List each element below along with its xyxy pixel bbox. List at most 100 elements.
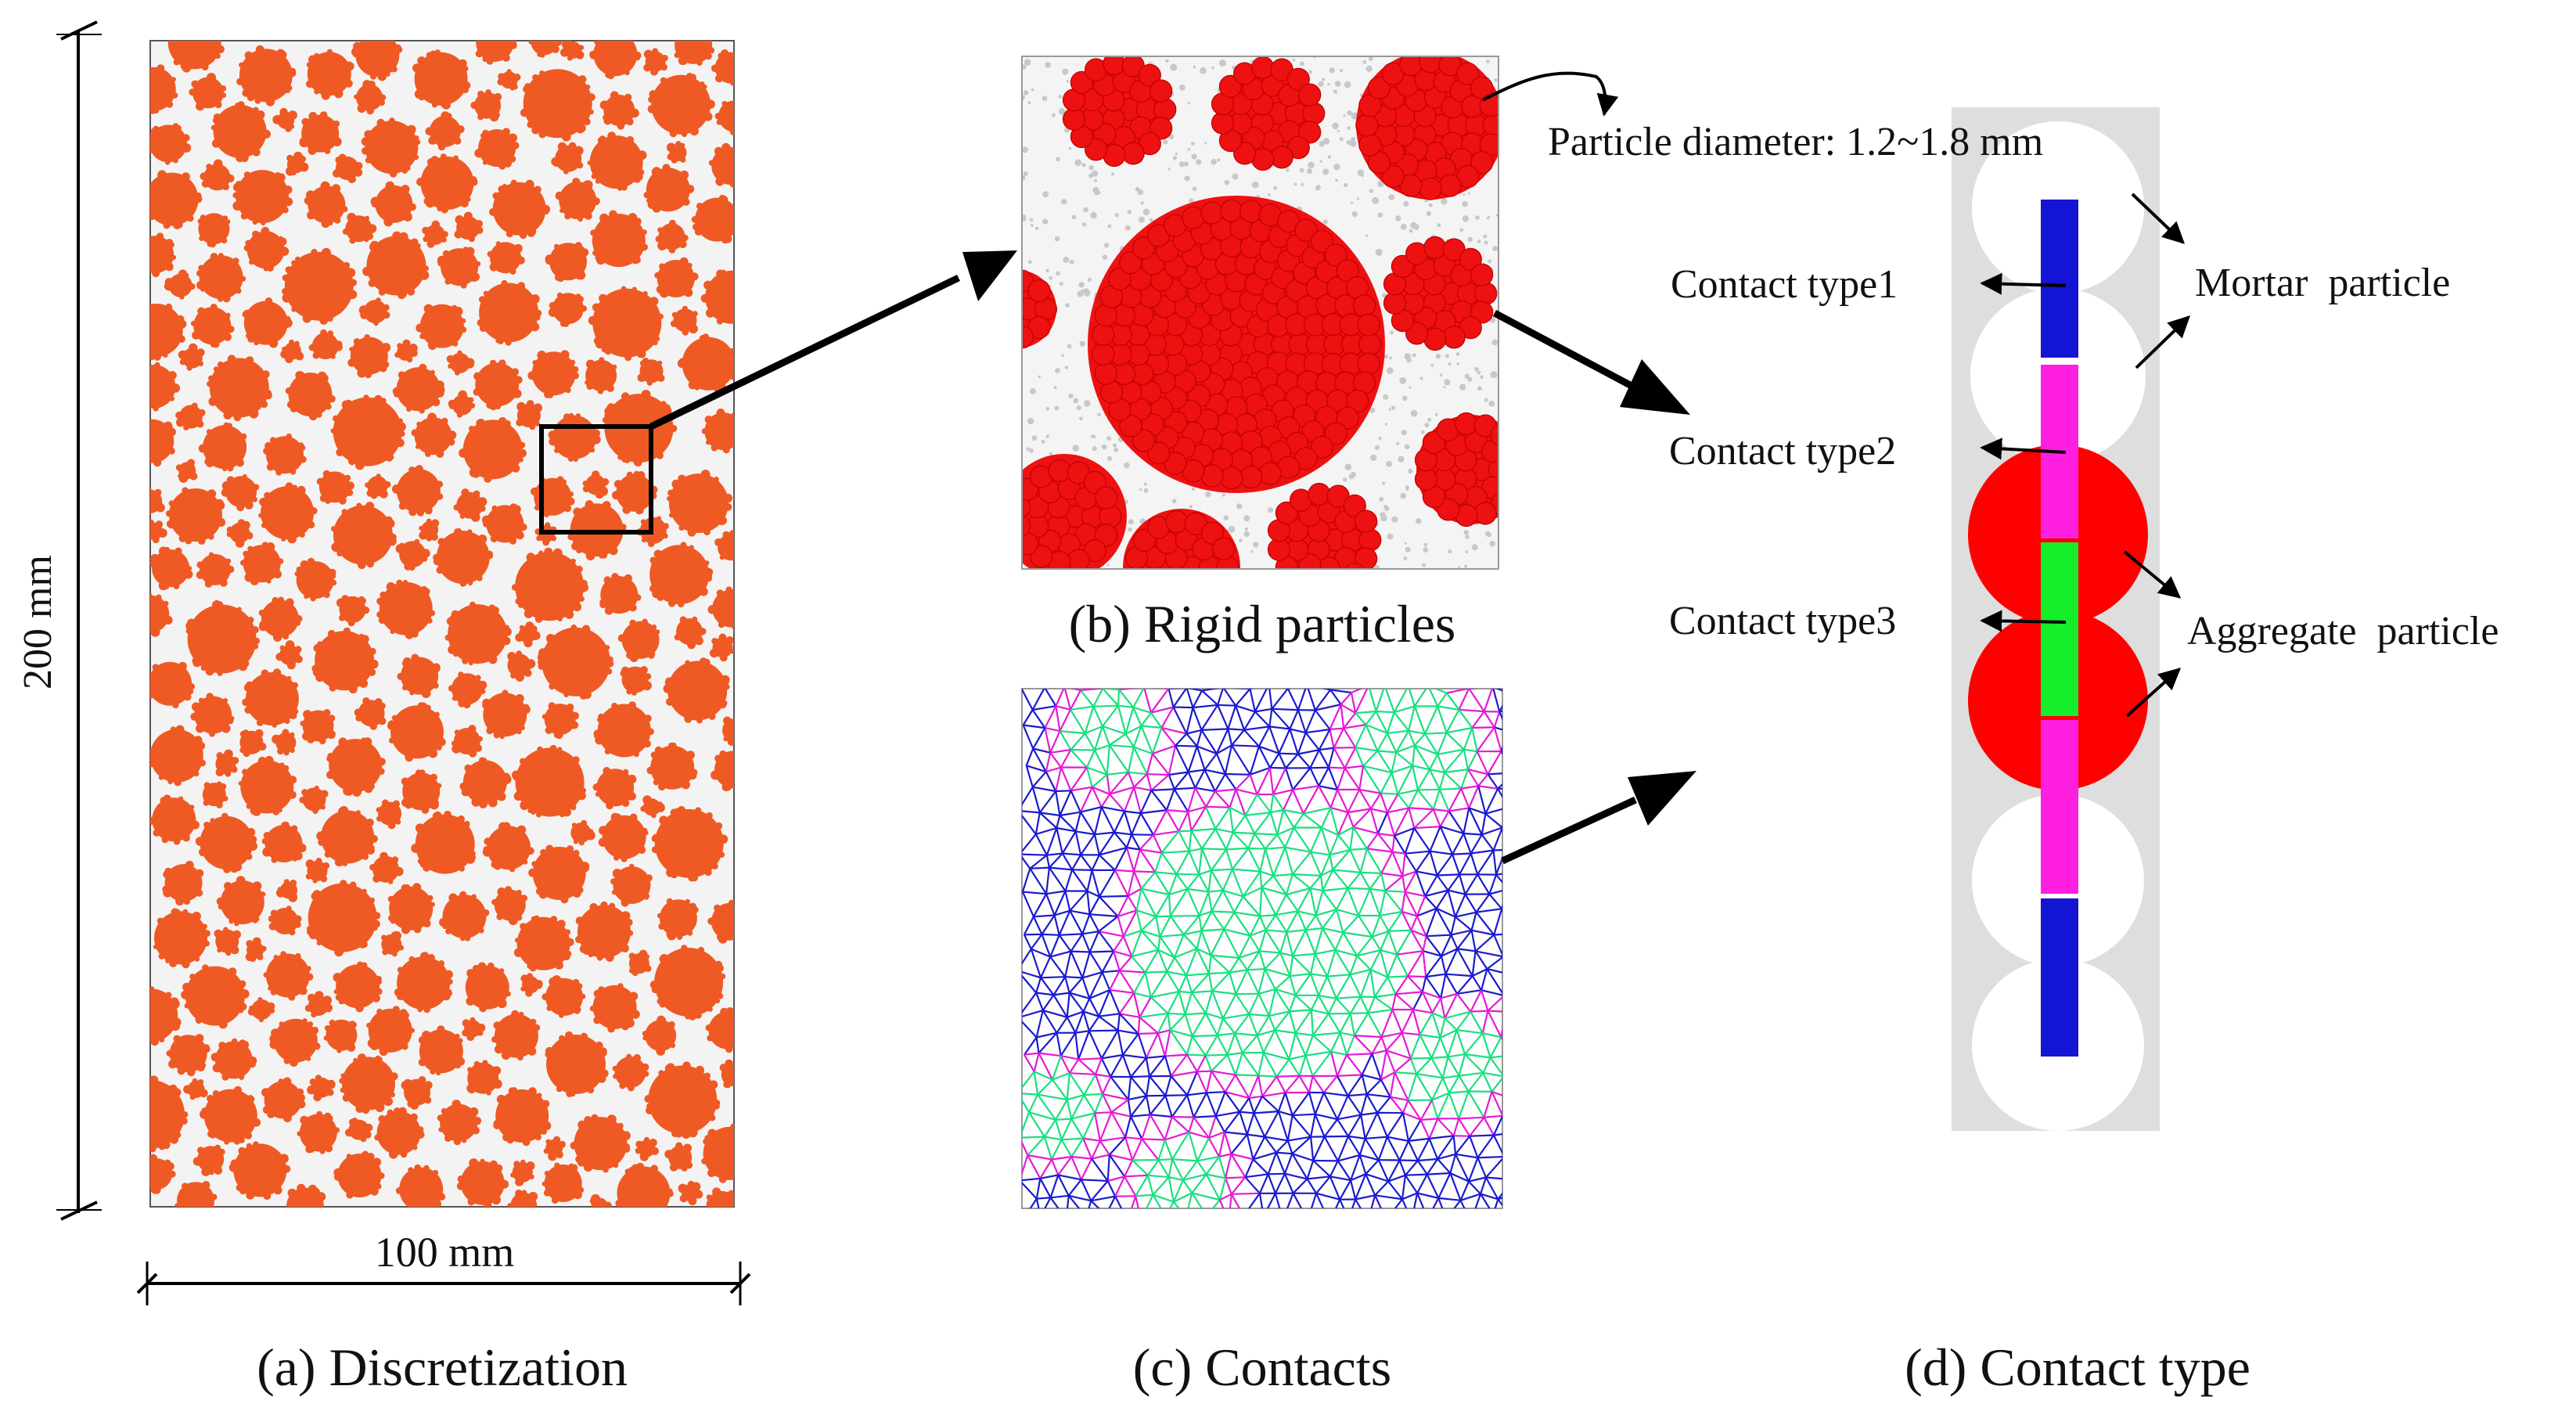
panel-a — [149, 40, 1017, 1208]
aggregate-grain — [401, 657, 439, 695]
aggregate-grain — [429, 115, 461, 147]
aggregate-grain — [365, 121, 419, 175]
arrowhead-b-to-d — [1620, 359, 1690, 415]
aggregate-grain — [261, 486, 315, 540]
aggregate-grain — [577, 905, 631, 959]
aggregate-grain — [614, 1057, 646, 1088]
aggregate-grain — [474, 92, 502, 119]
aggregate-grain — [649, 545, 710, 605]
aggregate-grain — [366, 236, 426, 296]
aggregate-grain — [150, 304, 183, 357]
aggregate-grain — [275, 732, 297, 753]
aggregate-grain — [315, 631, 375, 691]
aggregate-grain — [593, 41, 638, 77]
aggregate-grain — [657, 260, 695, 297]
aggregate-grain — [329, 739, 383, 793]
aggregate-grain — [456, 491, 484, 519]
aggregate-grain — [708, 1011, 734, 1049]
caption-d: (d) Contact type — [1905, 1337, 2250, 1397]
aggregate-grain — [597, 704, 651, 758]
aggregate-grain — [239, 49, 293, 103]
aggregate-grain — [478, 129, 516, 167]
aggregate-grain — [167, 41, 221, 70]
aggregate-grain — [467, 1062, 499, 1094]
aggregate-grain — [389, 886, 434, 931]
aggregate-grain — [233, 1143, 287, 1197]
aggregate-grain — [546, 1035, 606, 1094]
aggregate-grain — [225, 476, 257, 508]
aggregate-grain — [616, 473, 654, 512]
aggregate-grain — [251, 999, 272, 1020]
aggregate-grain — [350, 337, 388, 375]
aggregate-grain — [487, 826, 531, 870]
aggregate-grain — [404, 1078, 430, 1106]
aggregate-grain — [589, 135, 643, 189]
aggregate-grain — [654, 948, 724, 1017]
aggregate-grain — [449, 352, 470, 373]
aggregate-grain — [695, 197, 734, 242]
contact-bar-blue-top — [2041, 200, 2078, 358]
aggregate-grain — [495, 1089, 549, 1143]
width-label: 100 mm — [375, 1229, 515, 1276]
aggregate-grain — [592, 985, 637, 1029]
aggregate-grain — [318, 471, 351, 503]
aggregate-grain — [264, 1081, 302, 1119]
aggregate-grain — [544, 704, 576, 736]
aggregate-grain — [462, 760, 507, 805]
aggregate-grain — [419, 304, 464, 348]
panel-c — [1021, 688, 1696, 1209]
aggregate-grain — [541, 627, 611, 697]
aggregate-grain — [288, 373, 333, 417]
aggregate-grain — [667, 661, 728, 721]
aggregate-grain — [397, 956, 451, 1010]
aggregate-grain — [682, 337, 734, 391]
aggregate-grain — [187, 604, 257, 674]
aggregate-grain — [483, 693, 527, 737]
aggregate-grain — [220, 880, 264, 924]
width-dimension: 100 mm — [136, 1229, 751, 1305]
aggregate-grain — [152, 797, 196, 842]
aggregate-grain — [245, 672, 299, 725]
aggregate-particle-label: Aggregate particle — [2187, 609, 2499, 653]
aggregate-grain — [194, 696, 232, 734]
aggregate-grain — [164, 864, 203, 902]
aggregate-grain — [261, 599, 299, 638]
aggregate-grain — [168, 273, 192, 297]
aggregate-grain — [200, 815, 254, 869]
aggregate-grain — [169, 488, 222, 542]
aggregate-grain — [203, 425, 247, 470]
aggregate-grain — [523, 69, 592, 139]
aggregate-grain — [668, 473, 729, 534]
mortar-particle-label: Mortar particle — [2195, 261, 2450, 305]
aggregate-grain — [648, 1065, 718, 1135]
aggregate-grain — [515, 747, 585, 817]
aggregate-grain — [486, 505, 524, 543]
aggregate-grain — [621, 621, 660, 659]
aggregate-grain — [436, 531, 490, 585]
zoom-box — [539, 424, 653, 535]
caption-c: (c) Contacts — [1133, 1337, 1391, 1397]
aggregate-grain — [415, 814, 475, 874]
aggregate-grain — [600, 576, 639, 614]
aggregate-grain — [199, 255, 243, 300]
aggregate-grain — [345, 215, 372, 243]
aggregate-grain — [302, 787, 326, 812]
aggregate-grain — [202, 783, 226, 807]
aggregate-grain — [574, 1117, 628, 1171]
aggregate-grain — [442, 895, 487, 939]
aggregate-grain — [711, 146, 734, 185]
aggregate-grain — [544, 1164, 582, 1202]
aggregate-grain — [152, 549, 190, 588]
aggregate-grain — [203, 1089, 257, 1143]
aggregate-grain — [419, 1029, 463, 1074]
aggregate-grain — [645, 1020, 677, 1052]
aggregate-grain — [448, 604, 508, 664]
aggregate-grain — [333, 397, 402, 466]
aggregate-grain — [308, 883, 377, 952]
caption-b: (b) Rigid particles — [1069, 594, 1456, 653]
rigid-particles — [1022, 56, 1498, 569]
aggregate-grain — [150, 67, 176, 111]
aggregate-grain — [462, 419, 523, 480]
aggregate-grain — [265, 953, 310, 998]
particle-diameter-label: Particle diameter: 1.2~1.8 mm — [1548, 120, 2043, 164]
